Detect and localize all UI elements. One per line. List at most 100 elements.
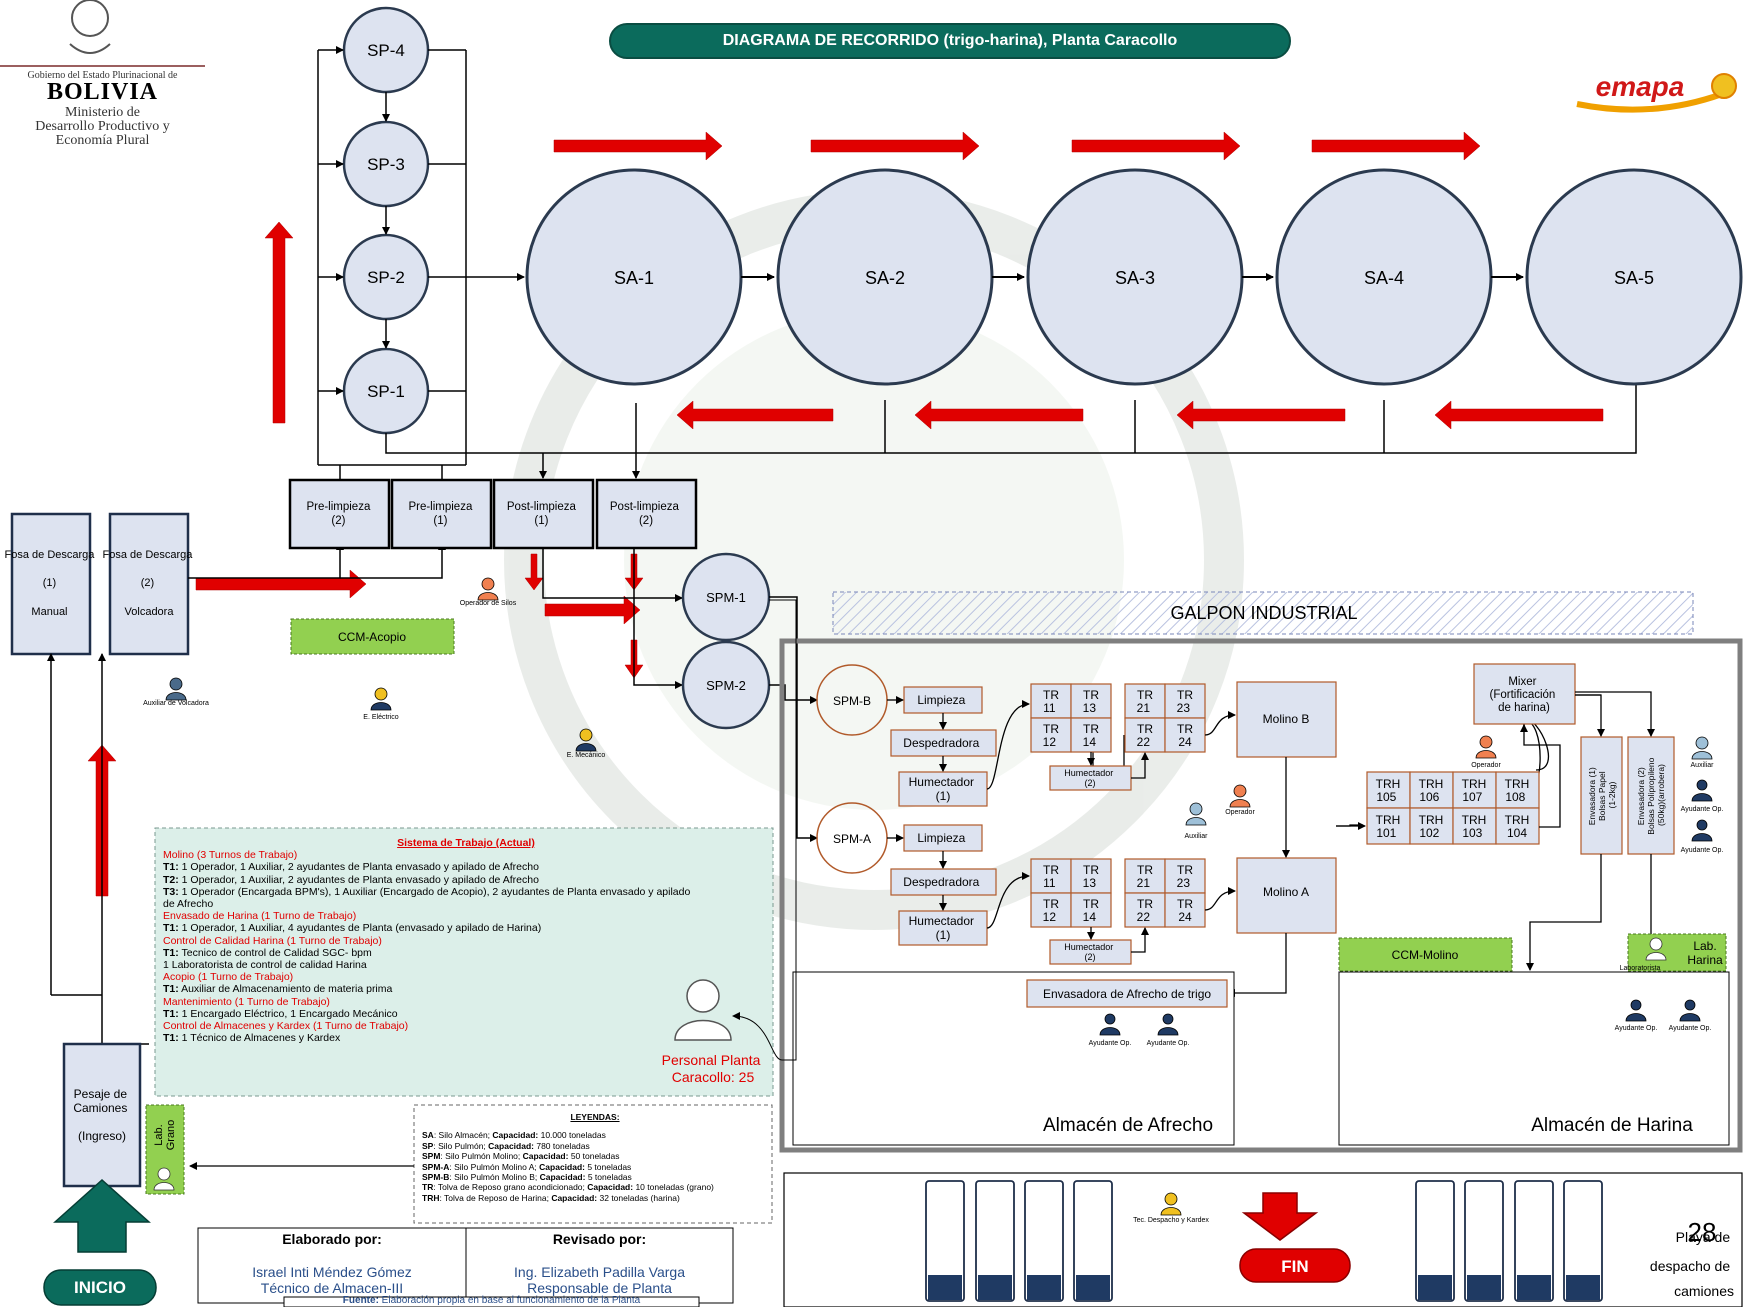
limpieza-group: Pre-limpieza (2) Pre-limpieza (1) Post-l… <box>288 478 698 689</box>
svg-text:Molino B: Molino B <box>1263 712 1310 726</box>
fin-label: FIN <box>1281 1257 1308 1276</box>
sistema-line: T3: 1 Operador (Encargada BPM's), 1 Auxi… <box>163 885 691 898</box>
svg-text:SPM-1: SPM-1 <box>706 590 746 605</box>
svg-text:SPM-B: SPM-B <box>833 694 871 708</box>
leyendas-box <box>413 1104 773 1224</box>
lab-harina <box>1627 933 1727 972</box>
leyenda-item: TR: Tolva de Reposo grano acondicionado;… <box>422 1182 714 1193</box>
svg-text:Molino A: Molino A <box>1263 885 1309 899</box>
svg-text:Limpieza Despedradora: Limpieza Despedradora Humectador (1) <box>903 693 982 803</box>
svg-text:SPM-A: SPM-A <box>833 832 871 846</box>
leyenda-item: SA: Silo Almacén; Capacidad: 10.000 tone… <box>422 1130 606 1141</box>
sistema-line: Control de Calidad Harina (1 Turno de Tr… <box>163 934 382 947</box>
inicio-arrow <box>53 1178 151 1253</box>
sistema-trabajo-text: Sistema de Trabajo (Actual) Molino (3 Tu… <box>163 837 769 1044</box>
svg-text:CCM-Acopio: CCM-Acopio <box>338 630 406 644</box>
sistema-line: T1: 1 Operador, 1 Auxiliar, 4 ayudantes … <box>163 922 542 935</box>
pesaje-box <box>62 1042 142 1188</box>
leyenda-item: SPM-B: Silo Pulmón Molino B; Capacidad: … <box>422 1172 632 1183</box>
gov-logo-line1: Gobierno del Estado Plurinacional de <box>27 70 178 81</box>
svg-text:Personal Planta Caracollo:: Personal Planta Caracollo: 25 <box>662 1052 765 1085</box>
sp-connectors <box>317 46 1637 480</box>
page-title: DIAGRAMA DE RECORRIDO (trigo-harina), Pl… <box>609 23 1291 59</box>
leyendas-lines: SA: Silo Almacén; Capacidad: 10.000 tone… <box>422 1130 768 1203</box>
sistema-line: Mantenimiento (1 Turno de Trabajo) <box>163 995 330 1008</box>
revisado-label: Revisado por: <box>552 1231 647 1247</box>
svg-text:Envasadora (2) Bolsas Poli: Envasadora (2) Bolsas Polipropileno (50k… <box>1636 755 1666 834</box>
sistema-line: Molino (3 Turnos de Trabajo) <box>163 849 298 862</box>
fosa-group: Fosa de Descarga (1) Manual Fosa de Desc… <box>5 512 446 1045</box>
elaborado-label: Elaborado por: <box>282 1231 382 1247</box>
sistema-line: T1: Tecnico de control de Calidad SGC- b… <box>163 946 372 959</box>
sistema-line: Envasado de Harina (1 Turno de Trabajo) <box>163 910 357 923</box>
svg-text:Tec. Despacho y Kardex: Tec. Despacho y Kardex <box>1133 1217 1209 1224</box>
elaborado-role: Técnico de Almacen-III <box>260 1280 404 1296</box>
sp4-label: SP-4 <box>367 41 405 60</box>
leyenda-item: SP: Silo Pulmón; Capacidad: 780 tonelada… <box>422 1140 590 1151</box>
silo-almacen-group: SA-1 SA-2 SA-3 SA-4 SA-5 <box>525 168 1743 386</box>
svg-text:CCM-Molino: CCM-Molino <box>1392 948 1459 962</box>
sa4-label: SA-4 <box>1364 268 1404 288</box>
svg-text:Limpieza Despedradora: Limpieza Despedradora Humectador (1) <box>903 831 982 942</box>
svg-text:Pre-limpieza (2) P: Pre-limpieza (2) Pre-limpieza (1) Post-l… <box>306 501 682 527</box>
sistema-line: 1 Laboratorista de control de calidad Ha… <box>163 959 367 972</box>
svg-text:Humectador (2): Humectador (2) <box>1064 942 1116 962</box>
svg-text:Envasadora de Afrecho de trigo: Envasadora de Afrecho de trigo <box>1043 987 1211 1001</box>
svg-text:Ayudante Op.: Ayudante Op. <box>1669 1025 1712 1032</box>
leyenda-item: SPM-A: Silo Pulmón Molino A; Capacidad: … <box>422 1161 632 1172</box>
gov-logo-line5: Economía Plural <box>55 133 150 148</box>
svg-text:Humectador (2): Humectador (2) <box>1064 768 1116 788</box>
svg-text:Auxiliar: Auxiliar <box>1691 762 1715 769</box>
sistema-line: Control de Almacenes y Kardex (1 Turno d… <box>163 1020 409 1033</box>
galpon-label: GALPON INDUSTRIAL <box>1170 603 1357 623</box>
svg-text:Envasadora (1) Bolsas Pape: Envasadora (1) Bolsas Papel (1-2kg) <box>1587 765 1617 826</box>
sistema-lines: Molino (3 Turnos de Trabajo)T1: 1 Operad… <box>163 849 769 1044</box>
svg-text:Mixer (Fortificación d: Mixer (Fortificación de harina) <box>1489 676 1558 714</box>
fuente-note: Fuente: Elaboración propia en base al fu… <box>342 1295 641 1306</box>
svg-text:Playa de despacho de c: Playa de despacho de camiones <box>1650 1229 1734 1299</box>
line-b: SPM-B Limpieza Despedradora Humectador (… <box>816 664 1337 807</box>
sistema-line: T2: 1 Operador, 1 Auxiliar, 2 ayudantes … <box>163 873 539 886</box>
gov-logo-line4: Desarrollo Productivo y <box>35 119 170 134</box>
svg-text:Operador de Silos: Operador de Silos <box>460 600 517 607</box>
leyendas-text: LEYENDAS: SA: Silo Almacén; Capacidad: 1… <box>422 1112 768 1203</box>
credits-table <box>197 1227 734 1307</box>
sa5-label: SA-5 <box>1614 268 1654 288</box>
sistema-line: T1: Auxiliar de Almacenamiento de materi… <box>163 983 393 996</box>
svg-text:Ayudante Op.: Ayudante Op. <box>1615 1025 1658 1032</box>
sp3-label: SP-3 <box>367 155 405 174</box>
revisado-name: Ing. Elizabeth Padilla Varga <box>514 1264 685 1280</box>
sistema-title: Sistema de Trabajo (Actual) <box>397 837 535 849</box>
svg-text:Auxiliar de Volcadora: Auxiliar de Volcadora <box>143 700 209 707</box>
sa1-label: SA-1 <box>614 268 654 288</box>
svg-text:E. Eléctrico: E. Eléctrico <box>363 714 399 721</box>
svg-text:Operador: Operador <box>1471 762 1501 769</box>
ccm-acopio <box>290 618 455 655</box>
svg-text:emapa: emapa <box>1596 71 1685 102</box>
sistema-line: T1: 1 Operador, 1 Auxiliar, 2 ayudantes … <box>163 861 539 874</box>
sistema-line: T1: 1 Encargado Eléctrico, 1 Encargado M… <box>163 1007 398 1020</box>
mixer-box <box>1473 663 1576 725</box>
svg-text:Ayudante Op.: Ayudante Op. <box>1089 1040 1132 1047</box>
line-a: SPM-A Limpieza Despedradora Humectador (… <box>816 802 1337 965</box>
sa3-label: SA-3 <box>1115 268 1155 288</box>
inicio-badge <box>43 1269 157 1306</box>
spm-group: SPM-1 SPM-2 <box>681 552 818 842</box>
envasadora-1 <box>1580 736 1623 855</box>
sistema-line: Acopio (1 Turno de Trabajo) <box>163 971 294 984</box>
svg-text:SPM-2: SPM-2 <box>706 678 746 693</box>
trucks-left <box>925 1180 1603 1302</box>
sistema-line: T1: 1 Técnico de Almacenes y Kardex <box>163 1032 341 1045</box>
inicio-label: INICIO <box>74 1278 126 1297</box>
svg-text:Lab.Harina: Lab.Harina <box>1687 939 1723 967</box>
revisado-role: Responsable de Planta <box>527 1280 672 1296</box>
galpon-frame <box>779 638 1743 1153</box>
leyenda-item: SPM: Silo Pulmón Molino; Capacidad: 50 t… <box>422 1151 620 1162</box>
silo-sa5 <box>1525 168 1743 386</box>
fin-arrow <box>1241 1192 1319 1241</box>
fin-badge <box>1239 1248 1351 1283</box>
